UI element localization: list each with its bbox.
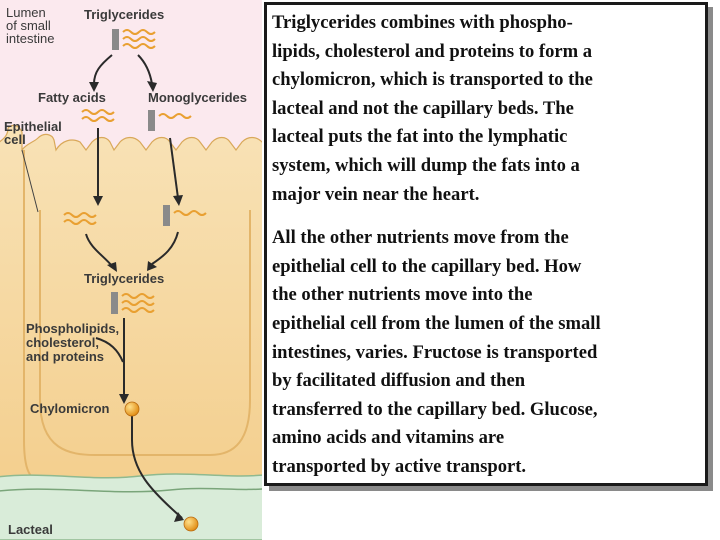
explanation-text-box: Triglycerides combines with phospho- lip…	[264, 2, 708, 486]
arrow-chylomicron-to-lacteal	[131, 416, 183, 519]
label-phospholipids: Phospholipids, cholesterol, and proteins	[26, 321, 120, 364]
arrow-monoglyceride-to-tg	[151, 231, 179, 265]
monoglyceride-cell	[163, 205, 207, 226]
paragraph-other-nutrients: All the other nutrients move from the ep…	[272, 227, 601, 477]
label-monoglycerides: Monoglycerides	[148, 90, 247, 105]
arrow-monoglyceride-into-cell	[169, 137, 179, 199]
epithelial-cell-shape	[0, 124, 262, 540]
arrow-additives-join	[95, 337, 124, 363]
lacteal-wall-line	[0, 487, 262, 493]
label-chylomicron: Chylomicron	[30, 401, 110, 416]
triglyceride-molecule-mid	[111, 292, 155, 314]
triglyceride-molecule-top	[112, 29, 156, 50]
lipid-absorption-diagram: Lumen of small intestine Triglycerides F…	[0, 0, 262, 540]
arrow-tg-to-monoglycerides	[137, 54, 153, 85]
arrow-tg-to-fatty-acids	[93, 54, 113, 85]
fatty-acids-cell	[63, 212, 97, 225]
chylomicron-in-lacteal	[183, 516, 199, 532]
label-lumen: Lumen of small intestine	[6, 5, 55, 46]
fatty-acids-lumen	[81, 109, 115, 122]
arrow-fatty-acids-to-tg	[85, 233, 113, 267]
label-triglycerides-mid: Triglycerides	[84, 271, 165, 286]
cell-inner-outline	[39, 210, 251, 456]
paragraph-chylomicron-transport: Triglycerides combines with phospho- lip…	[272, 12, 593, 205]
arrow-heads	[89, 81, 184, 522]
label-triglycerides-top: Triglycerides	[84, 7, 165, 22]
epithelial-pointer	[21, 149, 39, 213]
monoglyceride-lumen	[148, 110, 192, 131]
flow-arrows	[85, 54, 183, 519]
diagram-artwork	[0, 29, 262, 540]
label-epithelial-cell: Epithelial cell	[4, 119, 62, 147]
label-lacteal: Lacteal	[8, 522, 53, 537]
chylomicron-in-cell	[124, 401, 140, 417]
label-fatty-acids: Fatty acids	[38, 90, 106, 105]
